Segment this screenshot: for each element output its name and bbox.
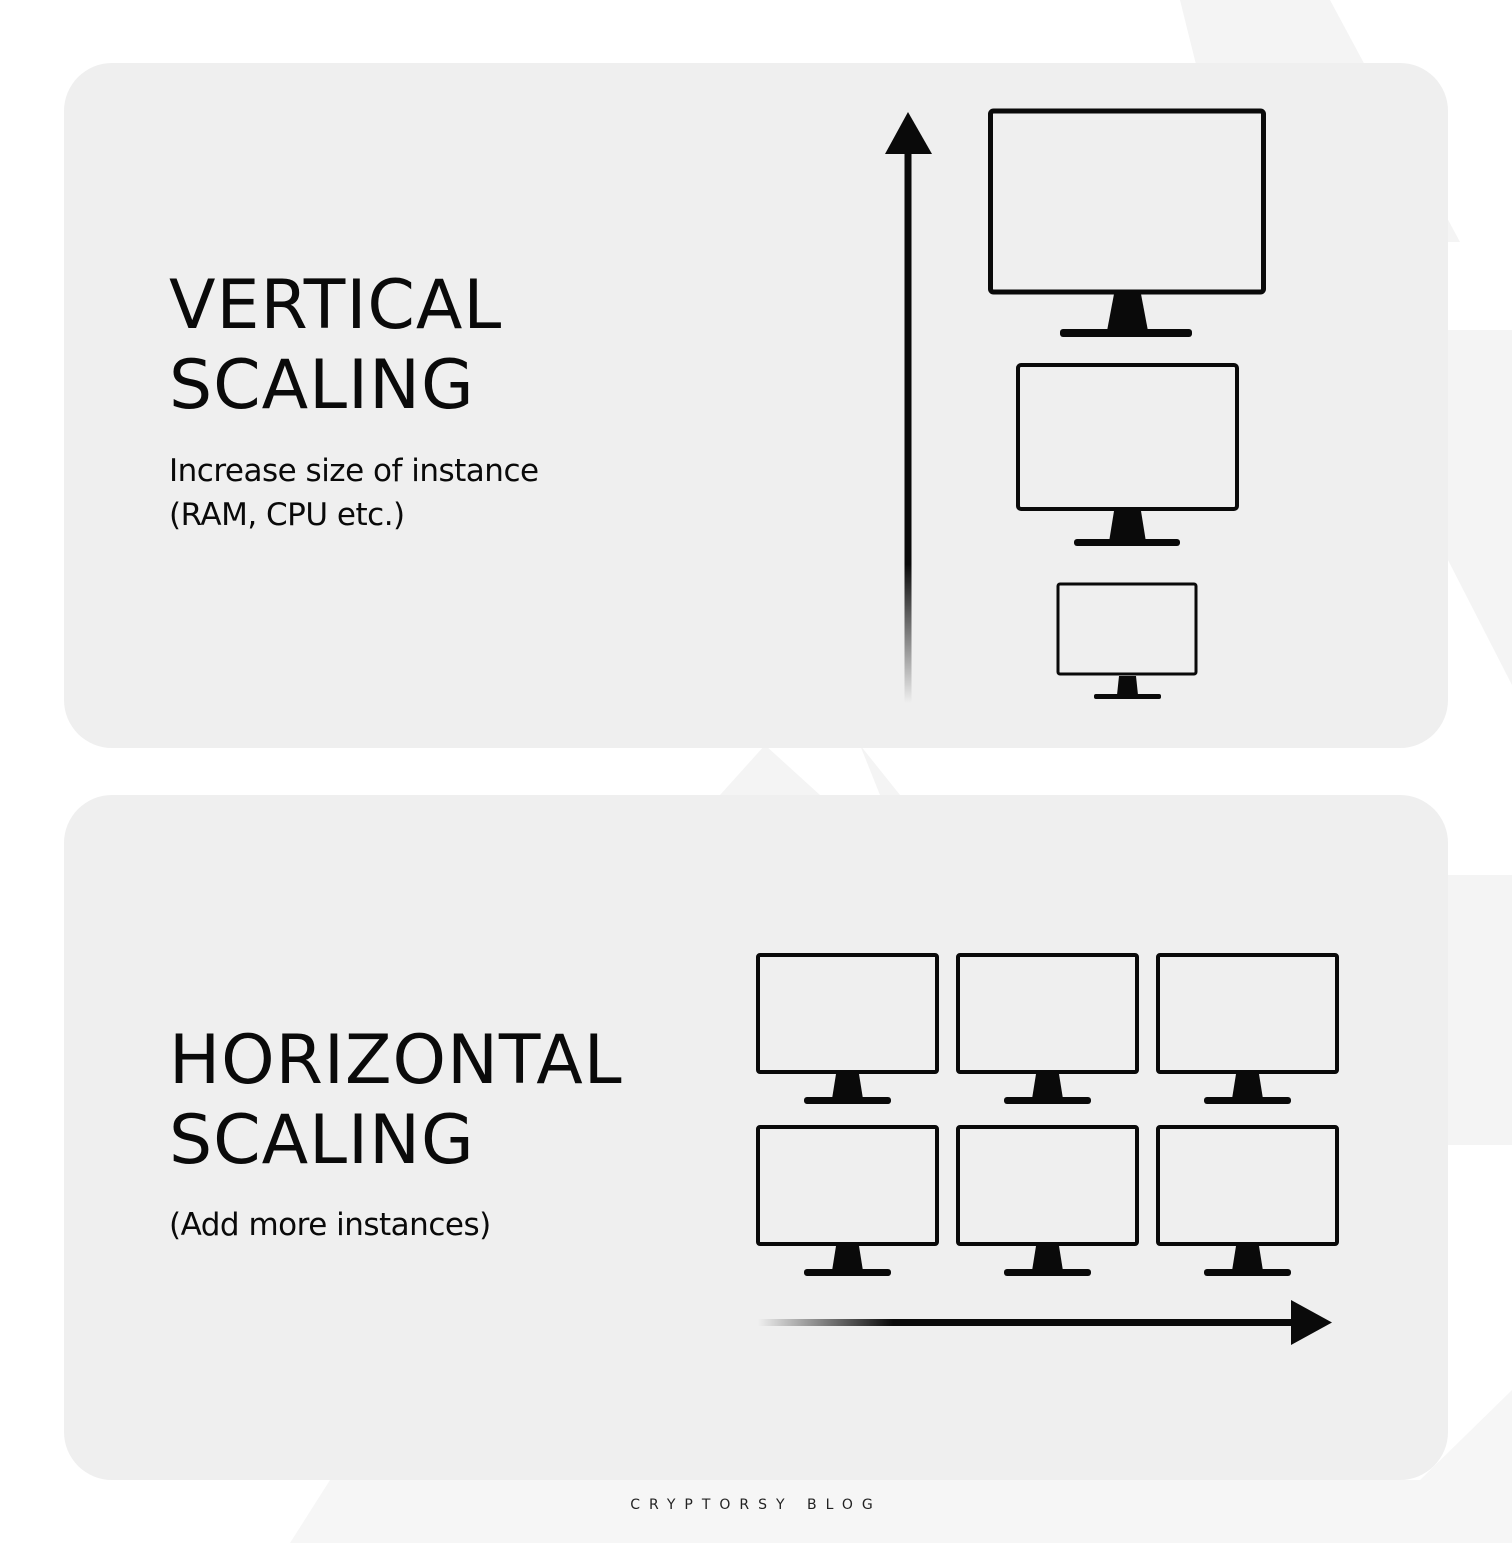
vertical-subtitle-line2: (RAM, CPU etc.) — [169, 497, 405, 533]
arrow-right-icon — [758, 1300, 1332, 1345]
vertical-subtitle-line1: Increase size of instance — [169, 453, 539, 489]
monitor-icon — [988, 108, 1266, 337]
monitor-icon — [956, 1125, 1139, 1278]
vertical-scaling-card: VERTICAL SCALING Increase size of instan… — [64, 63, 1448, 748]
monitor-icon — [756, 1125, 939, 1278]
monitor-icon — [1156, 1125, 1339, 1278]
background-triangle-middle — [720, 745, 820, 795]
horizontal-title-line1: HORIZONTAL — [169, 1021, 623, 1100]
vertical-scaling-illustration — [885, 108, 1266, 703]
vertical-scaling-description: Increase size of instance (RAM, CPU etc.… — [169, 449, 539, 537]
vertical-title-line2: SCALING — [169, 346, 475, 425]
horizontal-subtitle-line1: (Add more instances) — [169, 1207, 491, 1243]
background-band-right-2 — [1448, 875, 1512, 1145]
monitor-icon — [756, 953, 939, 1106]
monitor-icon — [1056, 582, 1198, 699]
horizontal-scaling-description: (Add more instances) — [169, 1203, 491, 1247]
horizontal-scaling-card: HORIZONTAL SCALING (Add more instances) — [64, 795, 1448, 1480]
footer-brand: CRYPTORSY BLOG — [630, 1497, 882, 1513]
monitor-icon — [1156, 953, 1339, 1106]
background-triangle-bottom — [290, 1390, 1512, 1543]
vertical-scaling-title: VERTICAL SCALING — [169, 266, 502, 426]
horizontal-title-line2: SCALING — [169, 1101, 475, 1180]
background-triangle-middle-2 — [860, 745, 900, 795]
background-band-right-1 — [1448, 330, 1512, 685]
horizontal-scaling-illustration — [756, 953, 1339, 1345]
horizontal-scaling-title: HORIZONTAL SCALING — [169, 1021, 623, 1181]
monitor-icon — [956, 953, 1139, 1106]
monitor-icon — [1016, 363, 1239, 546]
vertical-title-line1: VERTICAL — [169, 266, 503, 345]
arrow-up-icon — [885, 112, 932, 703]
